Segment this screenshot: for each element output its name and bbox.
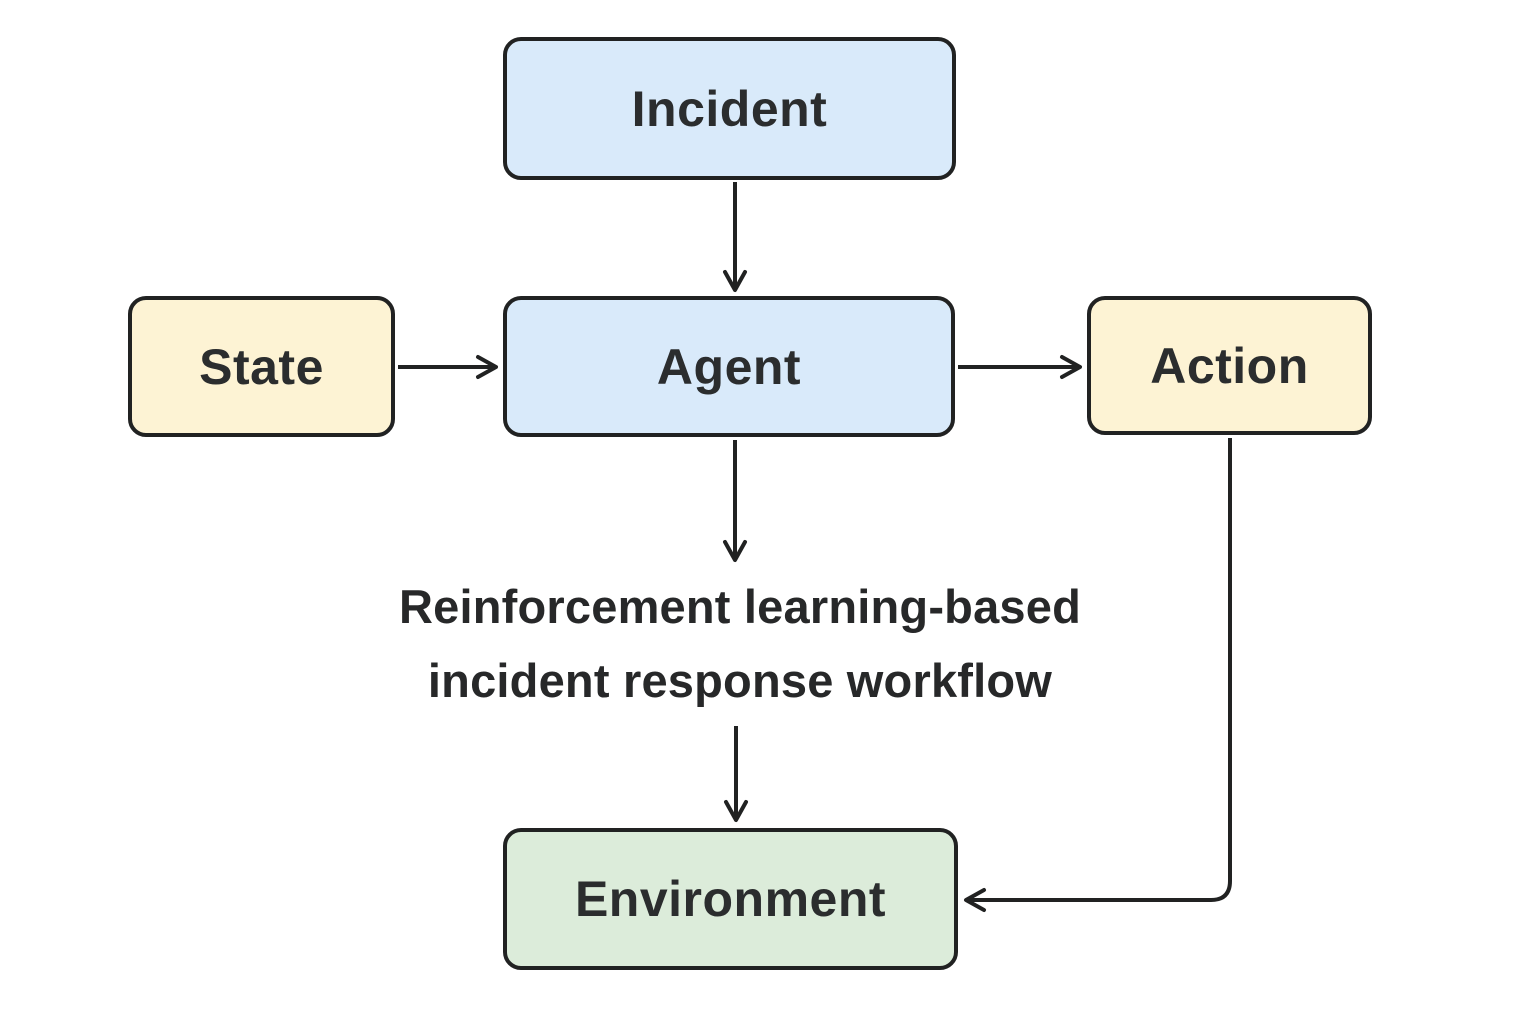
node-action-label: Action xyxy=(1150,337,1309,394)
node-environment: Environment xyxy=(503,828,958,970)
node-environment-label: Environment xyxy=(574,871,887,927)
node-agent-label: Agent xyxy=(656,338,802,395)
node-incident: Incident xyxy=(503,37,956,180)
node-state: State xyxy=(128,296,395,437)
caption-line-2: incident response workflow xyxy=(427,654,1053,707)
node-agent: Agent xyxy=(503,296,955,437)
node-incident-label: Incident xyxy=(631,80,828,137)
node-state-label: State xyxy=(199,338,324,395)
caption-line-1: Reinforcement learning-based xyxy=(398,580,1082,633)
workflow-caption: Reinforcement learning-based incident re… xyxy=(300,570,1180,718)
node-action: Action xyxy=(1087,296,1372,435)
